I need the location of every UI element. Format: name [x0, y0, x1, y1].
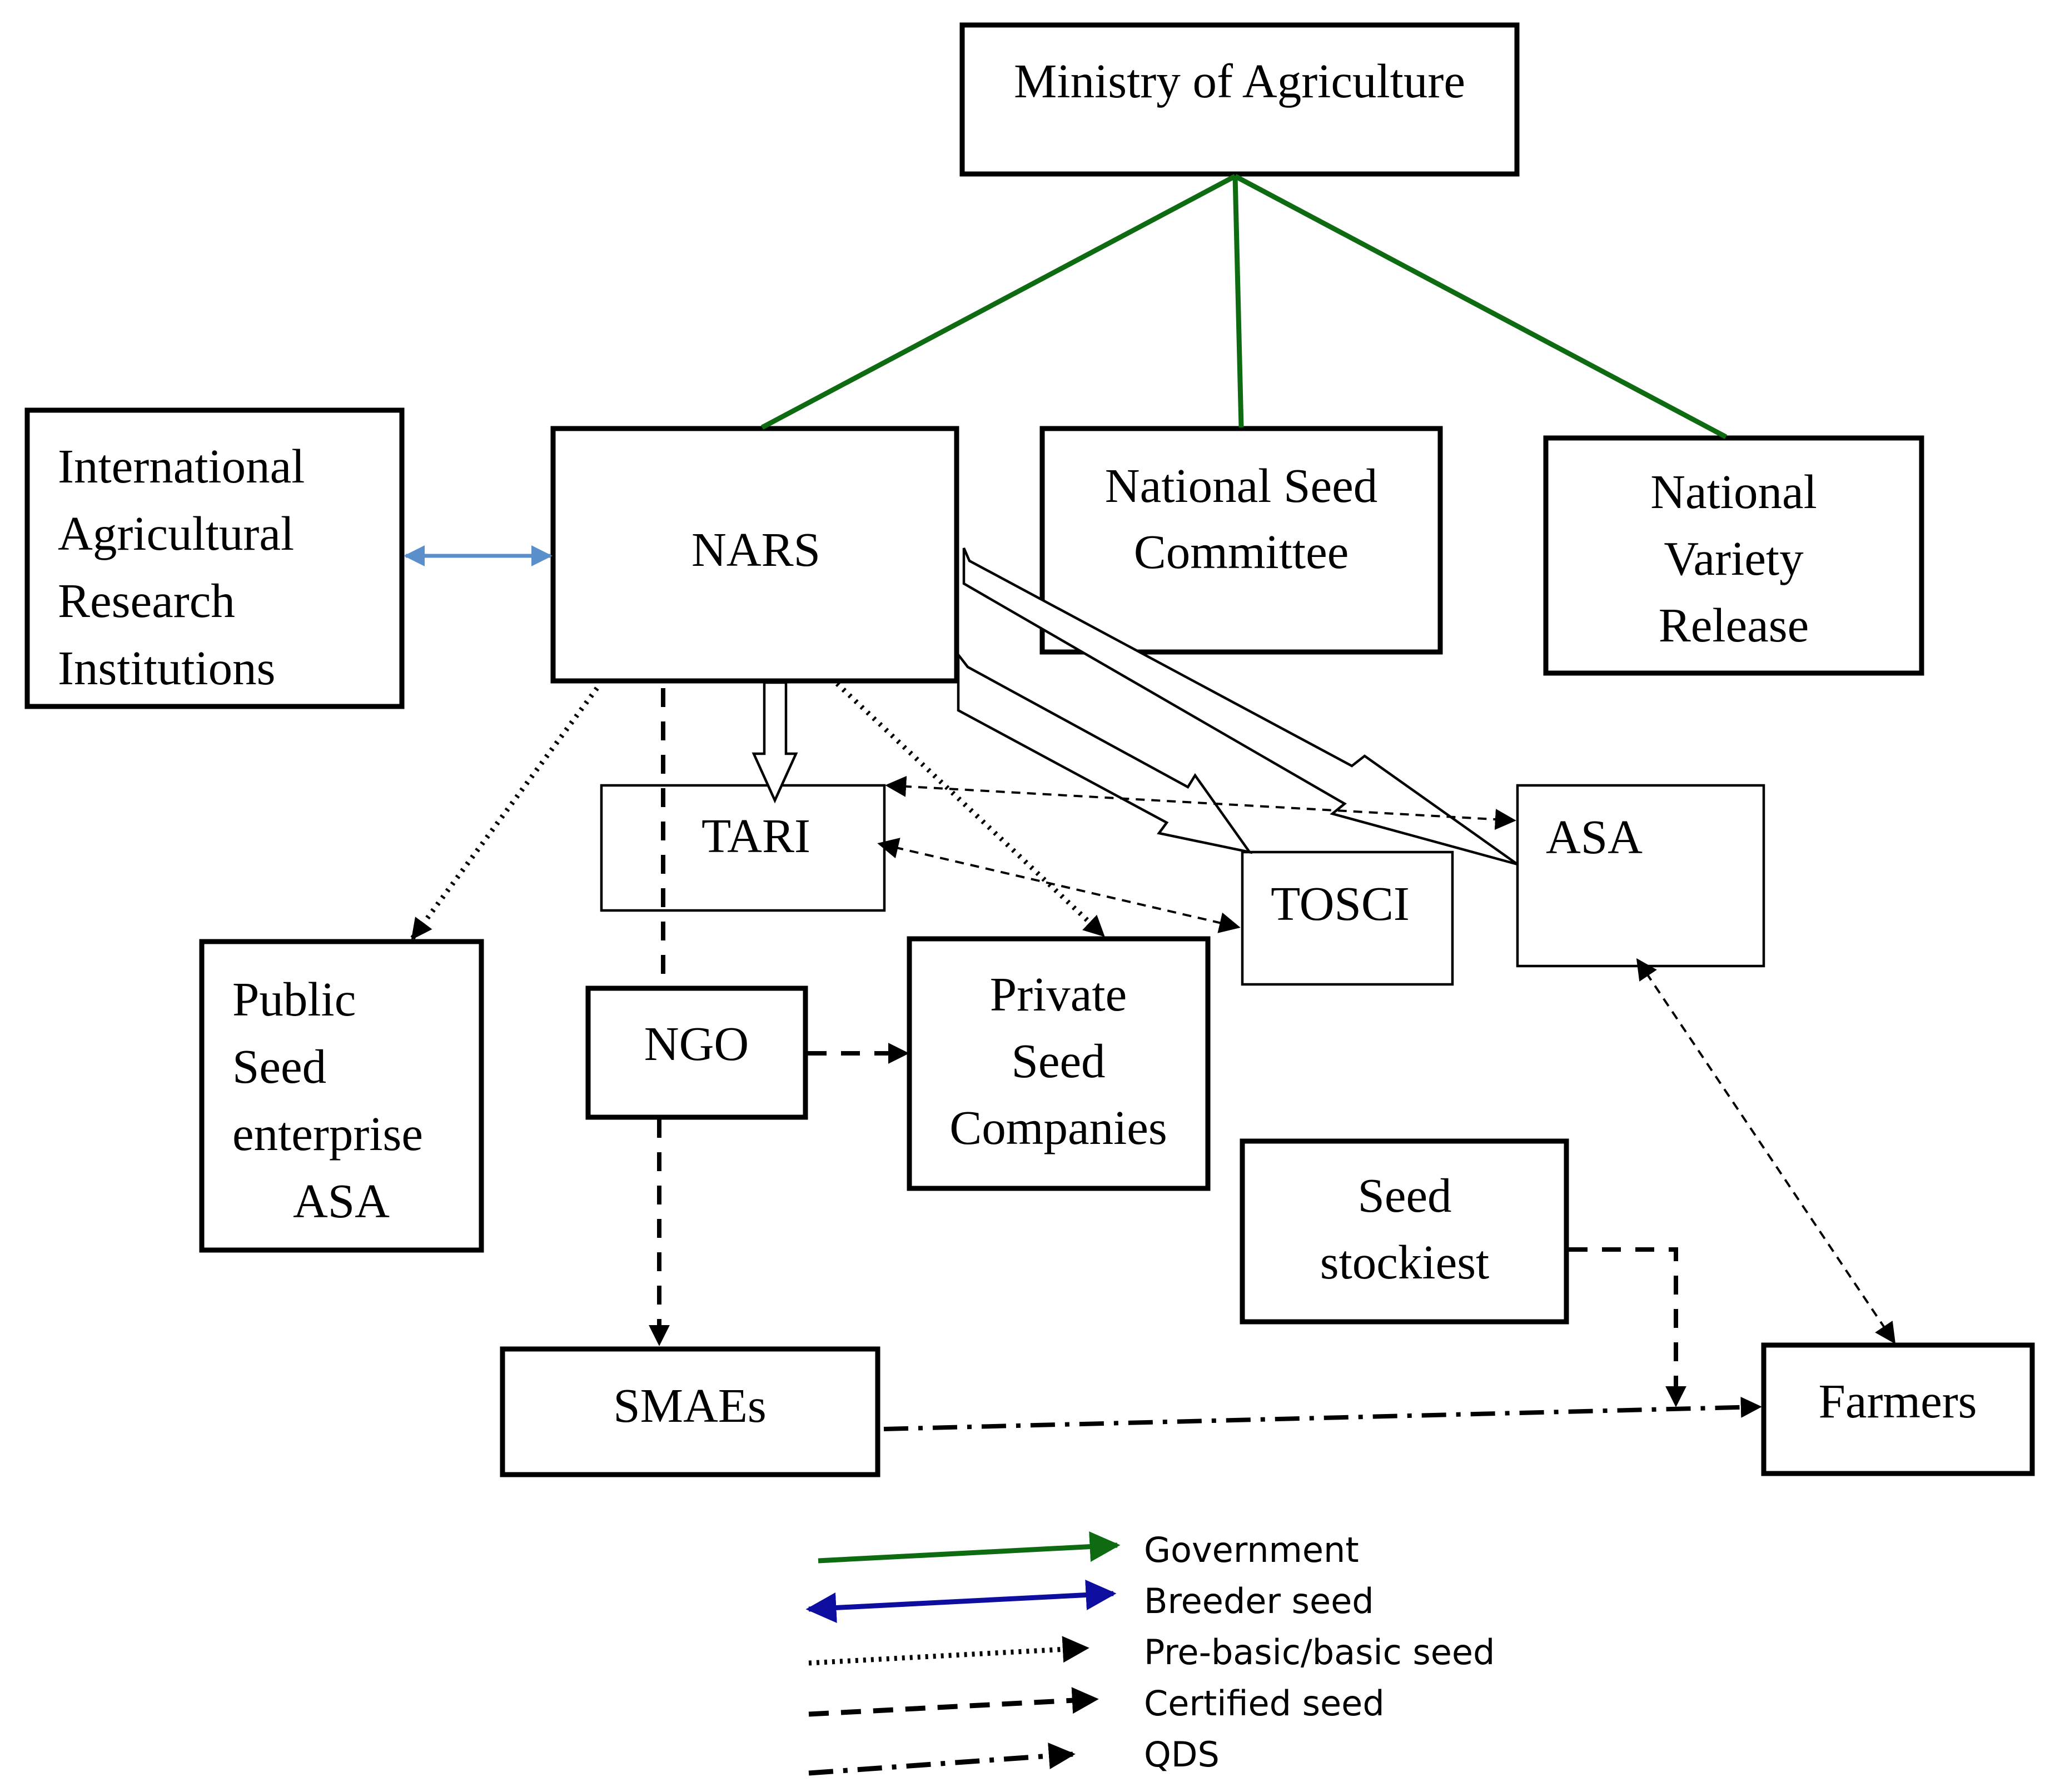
public-seed-label-line2: Seed [232, 1039, 326, 1093]
nars-node: NARS [550, 426, 959, 684]
government-arrows [760, 174, 1728, 439]
seed-stockiest-label-line1: Seed [1357, 1168, 1451, 1222]
legend-breeder-label: Breeder seed [1144, 1581, 1374, 1621]
legend-qds: QDS [808, 1734, 1220, 1776]
legend-breeder-swatch [805, 1580, 1117, 1623]
tari-node: TARI [600, 784, 886, 912]
legend-government: Government [818, 1530, 1359, 1570]
legend-government-swatch [818, 1531, 1121, 1564]
private-seed-label-line2: Seed [1011, 1034, 1105, 1088]
ministry-label: Ministry of Agriculture [1014, 54, 1465, 108]
farmers-label: Farmers [1818, 1374, 1977, 1428]
legend-prebasic: Pre-basic/basic seed [808, 1632, 1495, 1672]
nars-to-tari-hollow-arrow [752, 681, 798, 804]
legend-certified-swatch [808, 1687, 1099, 1717]
legend-government-label: Government [1144, 1530, 1359, 1570]
smaes-label: SMAEs [613, 1378, 767, 1432]
stockiest-to-farmers-arrow [1569, 1247, 1686, 1407]
tari-asa-arrow [885, 775, 1516, 830]
asa-label: ASA [1546, 810, 1643, 864]
legend-certified: Certified seed [808, 1683, 1385, 1724]
legend-breeder: Breeder seed [805, 1580, 1374, 1623]
iari-label-line2: Agricultural [58, 506, 294, 560]
nsc-label-line1: National Seed [1105, 459, 1377, 512]
asa-node: ASA [1516, 784, 1765, 968]
public-seed-label-line4: ASA [293, 1174, 390, 1228]
tosci-node: TOSCI [1241, 850, 1454, 986]
ministry-to-nsc-arrow [1232, 176, 1244, 428]
nvr-node: National Variety Release [1543, 435, 1924, 676]
public-seed-node: Public Seed enterprise ASA [199, 939, 484, 1253]
iari-node: International Agricultural Research Inst… [24, 407, 405, 709]
tari-tosci-arrow [877, 838, 1241, 933]
ministry-node: Ministry of Agriculture [959, 22, 1520, 177]
ngo-label: NGO [644, 1017, 749, 1071]
iari-label-line1: International [58, 439, 305, 493]
seed-stockiest-node: Seed stockiest [1240, 1138, 1569, 1325]
public-seed-label-line1: Public [232, 972, 356, 1026]
legend-qds-swatch [808, 1743, 1076, 1776]
regulatory-arrows [877, 775, 1896, 1345]
ministry-to-nvr-arrow [1233, 174, 1728, 439]
nars-to-public-seed-arrow [410, 686, 599, 940]
ngo-node: NGO [585, 985, 808, 1120]
ministry-to-nars-arrow [760, 174, 1237, 430]
legend-qds-label: QDS [1144, 1734, 1220, 1775]
nsc-node: National Seed Committee [1039, 426, 1443, 655]
tosci-label: TOSCI [1271, 877, 1410, 930]
legend-prebasic-swatch [808, 1636, 1089, 1666]
nsc-label-line2: Committee [1134, 525, 1349, 579]
nars-to-tosci-hollow-arrow [957, 651, 1253, 854]
legend-certified-label: Certified seed [1144, 1683, 1385, 1724]
public-seed-label-line3: enterprise [232, 1107, 423, 1161]
prebasic-arrows [410, 681, 1106, 940]
legend-prebasic-label: Pre-basic/basic seed [1144, 1632, 1495, 1672]
seed-stockiest-label-line2: stockiest [1320, 1235, 1489, 1289]
nvr-label-line1: National [1650, 465, 1817, 519]
tari-label: TARI [701, 809, 810, 863]
nars-label: NARS [691, 522, 820, 576]
smaes-node: SMAEs [500, 1346, 880, 1477]
legend: Government Breeder seed Pre-basic/basic … [805, 1530, 1495, 1776]
nvr-label-line2: Variety [1664, 531, 1804, 585]
private-seed-label-line3: Companies [949, 1101, 1167, 1154]
private-seed-node: Private Seed Companies [907, 936, 1211, 1191]
nvr-label-line3: Release [1659, 598, 1809, 652]
iari-label-line3: Research [58, 574, 235, 628]
farmers-node: Farmers [1761, 1342, 2035, 1476]
private-seed-label-line1: Private [990, 967, 1127, 1021]
iari-label-line4: Institutions [58, 641, 276, 695]
smaes-to-farmers-qds-arrow [883, 1396, 1762, 1431]
